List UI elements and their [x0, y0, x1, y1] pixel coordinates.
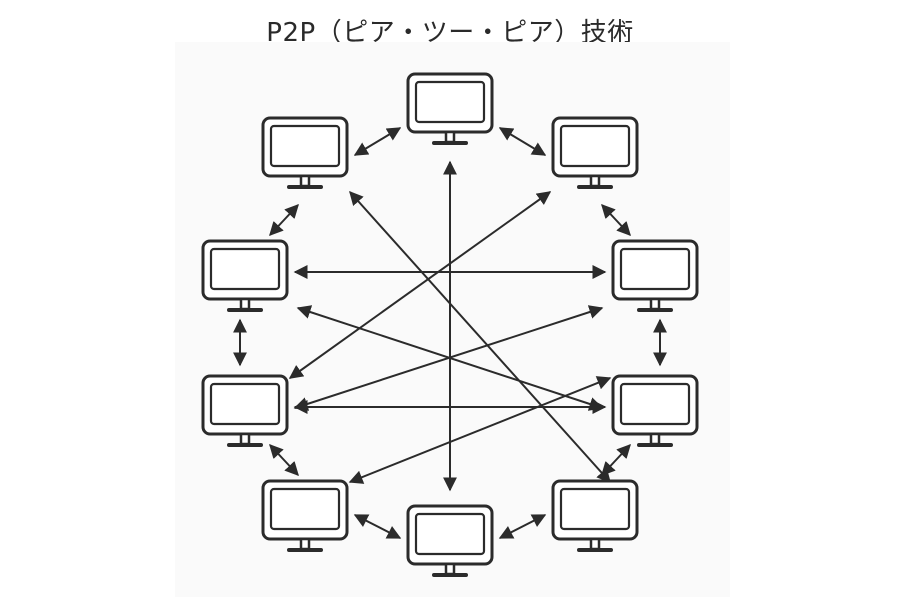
computer-monitor-icon	[551, 479, 639, 552]
connection-arrow	[348, 376, 612, 484]
connection-arrow	[269, 203, 299, 237]
computer-monitor-icon	[201, 239, 289, 312]
computer-monitor-icon	[551, 116, 639, 189]
connection-arrow	[601, 443, 631, 477]
computer-monitor-icon	[611, 374, 699, 447]
computer-monitor-icon	[261, 116, 349, 189]
connection-arrow	[269, 443, 299, 477]
connection-arrow	[293, 305, 604, 411]
connection-arrow	[498, 127, 547, 156]
peer-connections	[233, 127, 667, 539]
computer-monitor-icon	[201, 374, 289, 447]
computer-monitor-icon	[406, 504, 494, 577]
peer-nodes	[201, 72, 699, 577]
connection-arrow	[288, 191, 552, 379]
computer-monitor-icon	[261, 479, 349, 552]
connection-arrow	[498, 514, 547, 539]
connection-arrow	[601, 203, 631, 237]
computer-monitor-icon	[611, 239, 699, 312]
connection-arrow	[353, 127, 402, 156]
connection-arrow	[353, 514, 402, 539]
computer-monitor-icon	[406, 72, 494, 145]
